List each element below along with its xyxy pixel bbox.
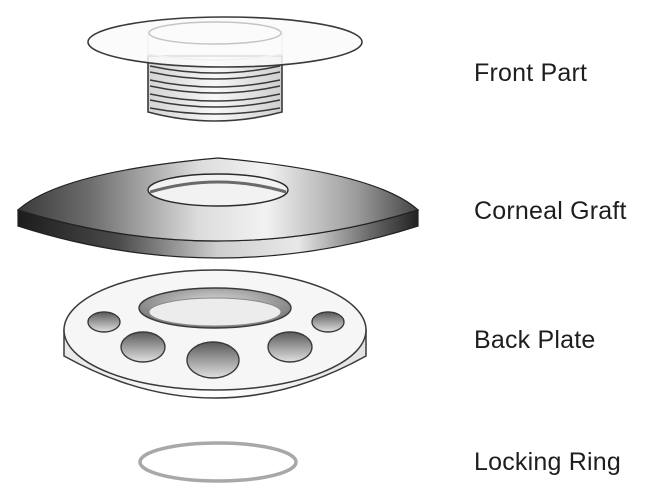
plate-hole [267, 331, 313, 363]
front-part-flange [87, 16, 363, 68]
label-corneal-graft: Corneal Graft [474, 197, 627, 225]
plate-hole [311, 311, 345, 333]
plate-hole [87, 311, 121, 333]
front-part-threads [149, 65, 281, 115]
plate-hole [186, 341, 240, 379]
corneal-graft-hole [147, 173, 289, 207]
back-plate-holes [87, 311, 345, 379]
plate-hole [120, 331, 166, 363]
corneal-graft [16, 157, 420, 259]
label-front-part: Front Part [474, 59, 588, 87]
back-plate [63, 269, 367, 399]
front-part [87, 16, 363, 122]
label-locking-ring: Locking Ring [474, 448, 621, 476]
label-back-plate: Back Plate [474, 326, 596, 354]
locking-ring [138, 441, 298, 483]
